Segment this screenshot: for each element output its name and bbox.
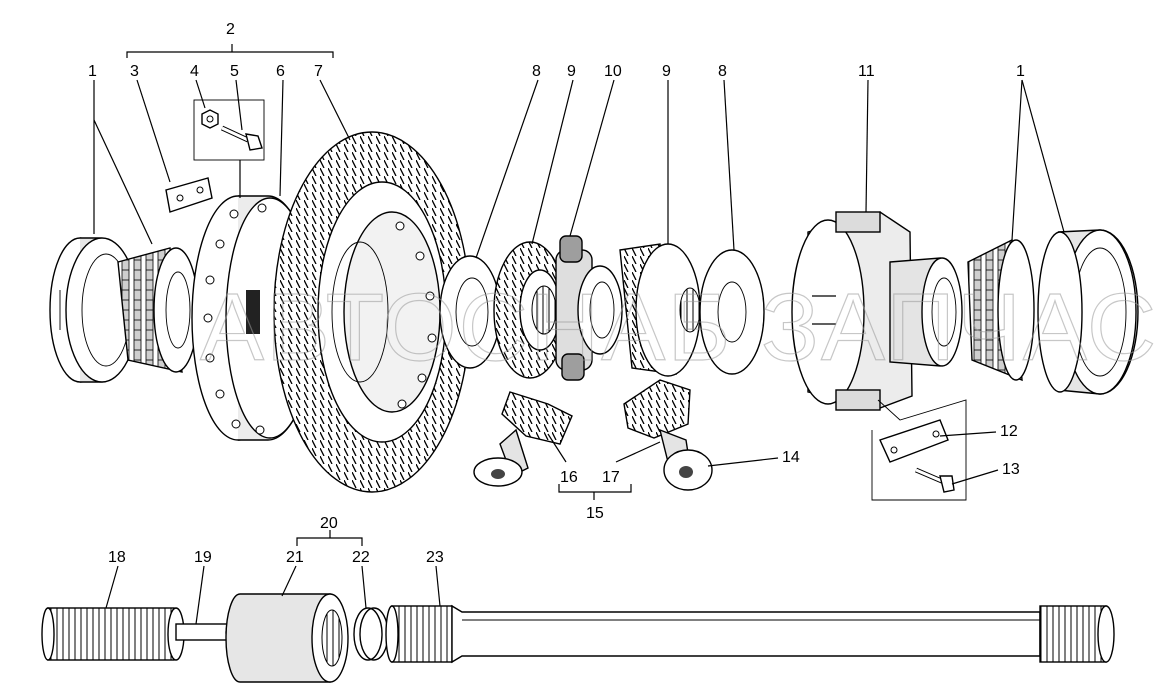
pinion-gear-16 [473,391,573,487]
callout-labels: 2 1 3 4 5 6 7 8 9 10 9 8 11 1 12 13 14 1… [88,21,1025,566]
case-bolt-holes [203,203,267,435]
callout-22: 22 [352,549,370,566]
differential-case-right [791,211,963,411]
callout-8-right: 8 [718,63,727,80]
callout-1-right: 1 [1016,63,1025,80]
lock-plate-12 [879,419,949,463]
splined-shaft-18 [41,607,185,661]
callout-21: 21 [286,549,304,566]
callout-12: 12 [1000,423,1018,440]
differential-spider [555,235,623,381]
coupling-sleeve-21 [225,593,349,683]
callout-7: 7 [314,63,323,80]
callout-3: 3 [130,63,139,80]
callout-17: 17 [602,469,620,486]
callout-4: 4 [190,63,199,80]
watermark-text: АВТОСНАБ ЗАПЧАСТЬ [200,274,1154,381]
callout-15: 15 [586,505,604,522]
pinion-gear-17 [623,379,713,491]
nut-4 [201,109,219,129]
callout-19: 19 [194,549,212,566]
bearing-cone-right [967,238,1035,382]
thrust-washer-right [699,249,765,375]
callout-13: 13 [1002,461,1020,478]
callout-20: 20 [320,515,338,532]
hardware-frame-left [193,99,265,161]
callout-1-left: 1 [88,63,97,80]
bolt-13 [915,467,955,493]
callout-5: 5 [230,63,239,80]
bearing-cone-left [117,247,199,373]
callout-6: 6 [276,63,285,80]
callout-9-left: 9 [567,63,576,80]
ring-gear [273,131,471,493]
side-gear-right [619,243,701,377]
callout-11: 11 [858,63,875,80]
callout-9-right: 9 [662,63,671,80]
callout-2: 2 [226,21,235,38]
leader-lines [93,44,1065,625]
pin-19 [175,623,235,641]
bolt-5 [220,125,263,151]
lock-plate-left [165,177,213,213]
hardware-frame-right [871,399,967,501]
bearing-cup-right [1037,229,1139,395]
callout-16: 16 [560,469,578,486]
callout-23: 23 [426,549,444,566]
callout-10: 10 [604,63,622,80]
callout-14: 14 [782,449,800,466]
callout-8-left: 8 [532,63,541,80]
callout-18: 18 [108,549,126,566]
axle-shaft-23 [385,604,1115,664]
snap-ring-22 [353,607,389,661]
